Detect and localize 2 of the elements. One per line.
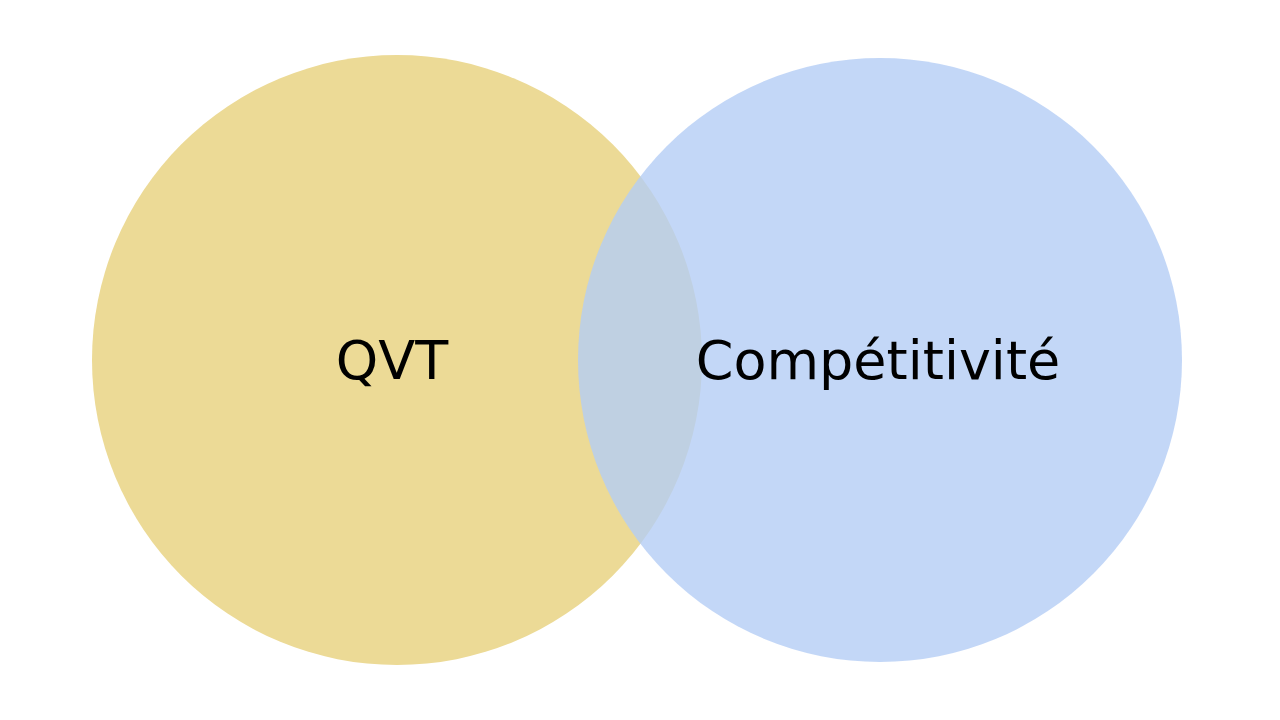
circle-label: QVT	[335, 328, 449, 392]
circle-label: Compétitivité	[695, 328, 1061, 392]
